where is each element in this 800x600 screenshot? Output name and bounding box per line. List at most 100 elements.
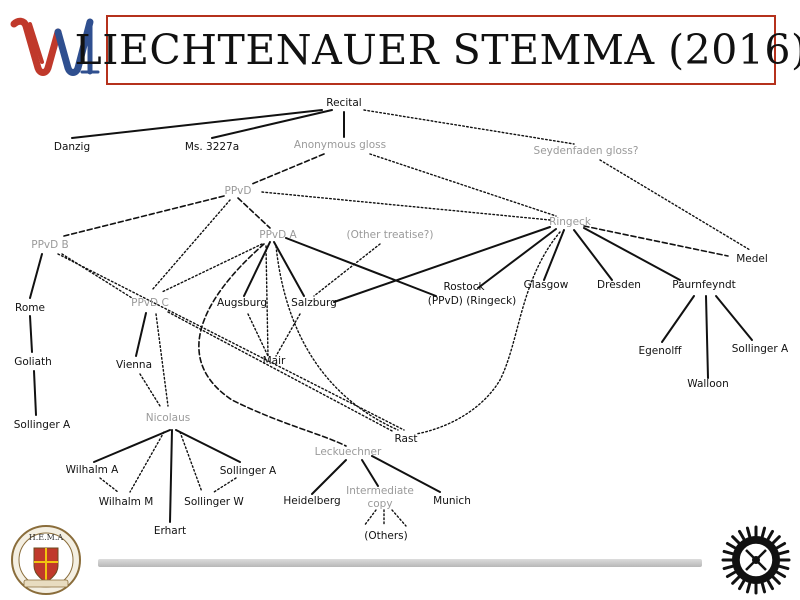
edge-ppvd-ppvda — [237, 197, 271, 229]
node-intermediate-copy: copy — [367, 498, 392, 510]
edge-paurn-sollinger — [715, 295, 753, 341]
node-erhart: Erhart — [154, 525, 186, 537]
edge-nicolaus-sollingera — [175, 429, 241, 463]
node-ppvd: PPvD — [225, 185, 252, 197]
wheel-spike — [722, 549, 735, 556]
wheel-spike — [725, 542, 737, 550]
spiked-wheel-badge-icon — [721, 525, 791, 595]
node-wilhalm-m: Wilhalm M — [99, 496, 154, 508]
wheel-spike — [771, 575, 781, 585]
edge-ppvda-ppvdc — [161, 243, 263, 293]
edge-augsburg-mair — [247, 313, 269, 357]
wheel-spike — [777, 564, 790, 571]
node-intermediate: Intermediate — [346, 485, 414, 497]
node-leckuechner: Leckuechner — [315, 446, 382, 458]
node-rostock-sub: (PPvD) (Ringeck) — [428, 295, 517, 307]
node-heidelberg: Heidelberg — [283, 495, 340, 507]
node-rostock: Rostock — [443, 281, 485, 293]
hema-alliance-badge-icon: H.E.M.A — [11, 525, 81, 595]
node-ms3227a: Ms. 3227a — [185, 141, 239, 153]
edge-nicolaus-sollingerw — [179, 431, 203, 493]
node-walloon: Walloon — [687, 378, 728, 390]
node-sollinger-a-mid: Sollinger A — [220, 465, 277, 477]
edge-seydenfaden-medel — [599, 159, 751, 251]
edge-ppvdb-rast — [57, 253, 405, 431]
wheel-spike — [771, 535, 781, 545]
edge-anongloss-ringeck — [369, 153, 557, 217]
edge-intermediate-others-1 — [363, 509, 377, 527]
edge-wilhalma-wilhalmm — [99, 477, 119, 493]
footer-bar — [98, 559, 702, 567]
edge-paurn-egenolff — [661, 295, 695, 343]
edge-ppvd-ppvdc — [151, 199, 231, 291]
node-recital: Recital — [326, 97, 361, 109]
edge-other-salzburg — [313, 243, 381, 297]
edge-ringeck-medel — [583, 225, 729, 257]
stemma-edges — [29, 109, 753, 527]
node-vienna: Vienna — [116, 359, 152, 371]
node-ppvd-a: PPvD A — [259, 229, 297, 241]
node-glasgow: Glasgow — [524, 279, 569, 291]
edge-leck-heidelberg — [311, 459, 347, 495]
edge-recital-seydenfaden — [363, 109, 575, 145]
edge-ppvda-salzburg — [273, 241, 305, 297]
node-medel: Medel — [736, 253, 768, 265]
edge-salzburg-mair — [275, 313, 301, 357]
wheel-spike — [766, 529, 774, 541]
edge-ringeck-dresden — [573, 229, 613, 281]
edge-ppvd-ringeck — [261, 191, 551, 221]
edge-ppvdb-rome — [29, 253, 43, 299]
wheel-spike — [777, 549, 790, 556]
node-mair: Mair — [263, 355, 286, 367]
node-egenolff: Egenolff — [639, 345, 683, 357]
node-goliath: Goliath — [14, 356, 52, 368]
edge-leck-intermediate — [361, 459, 379, 487]
title-box: LIECHTENAUER STEMMA (2016) — [75, 15, 800, 85]
edge-ringeck-rast — [415, 231, 561, 435]
edge-paurn-walloon — [705, 295, 709, 379]
node-dresden: Dresden — [597, 279, 641, 291]
edge-ringeck-paurnfeyndt — [583, 227, 681, 281]
wheel-spike — [731, 535, 741, 545]
node-rome: Rome — [15, 302, 45, 314]
edge-ppvda-leckuechner — [198, 243, 347, 447]
edge-leck-munich — [371, 455, 441, 493]
edge-nicolaus-wilhalma — [93, 429, 171, 463]
edge-ppvdc-nicolaus — [155, 313, 169, 407]
edge-ringeck-rostock — [477, 228, 557, 289]
wheel-spike — [775, 570, 787, 578]
node-ppvd-c: PPvD C — [131, 297, 169, 309]
wheel-spike — [725, 570, 737, 578]
node-other-treatise: (Other treatise?) — [347, 229, 434, 241]
wheel-spike — [731, 575, 741, 585]
node-wilhalm-a: Wilhalm A — [66, 464, 120, 476]
edge-goliath-sollinger — [33, 370, 37, 416]
edge-ringeck-salzburg — [333, 226, 551, 303]
edge-vienna-nicolaus — [139, 373, 161, 407]
wheel-spike — [745, 581, 752, 594]
hema-badge-text: H.E.M.A — [29, 533, 64, 542]
edge-recital-ms3227a — [211, 109, 333, 139]
node-seydenfaden-gloss: Seydenfaden gloss? — [534, 145, 639, 157]
node-ringeck: Ringeck — [549, 216, 592, 228]
edge-ppvd-ppvdb — [63, 195, 225, 237]
edge-anongloss-ppvd — [251, 153, 325, 185]
edge-sollingera-sollingerw — [213, 477, 237, 493]
node-augsburg: Augsburg — [217, 297, 267, 309]
node-others: (Others) — [364, 530, 407, 542]
wa-logo-icon — [10, 17, 100, 76]
wheel-spike — [766, 579, 774, 591]
node-anonymous-gloss: Anonymous gloss — [294, 139, 386, 151]
wheel-spike — [760, 526, 767, 539]
node-sollinger-a-left: Sollinger A — [14, 419, 71, 431]
edge-nicolaus-erhart — [169, 429, 173, 523]
node-paurnfeyndt: Paurnfeyndt — [672, 279, 736, 291]
edge-ringeck-glasgow — [543, 229, 565, 281]
wheel-spike — [745, 526, 752, 539]
page-title: LIECHTENAUER STEMMA (2016) — [74, 26, 800, 74]
edge-rome-goliath — [29, 315, 33, 353]
edge-ppvda-mair — [265, 245, 269, 357]
node-nicolaus: Nicolaus — [146, 412, 190, 424]
wheel-spike — [760, 581, 767, 594]
